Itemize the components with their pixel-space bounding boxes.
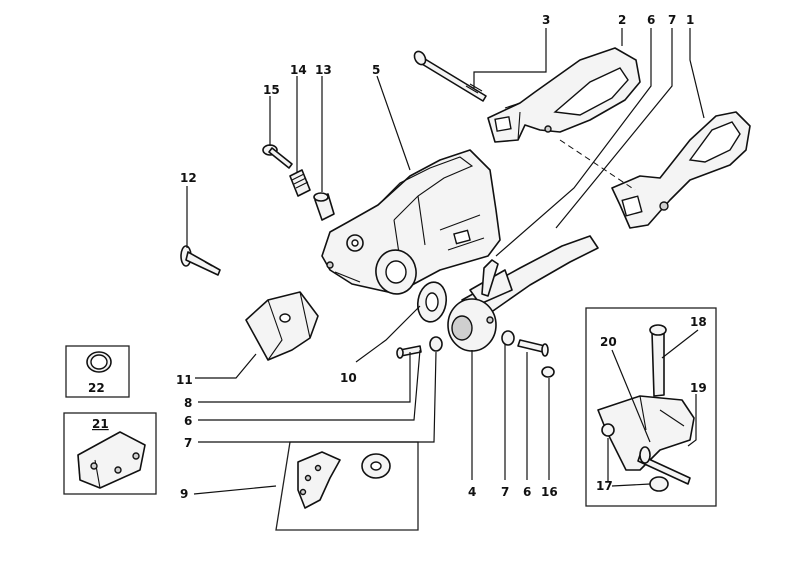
callout-17: 17	[596, 479, 613, 493]
part-6-bolt-upper	[481, 259, 499, 297]
callout-8: 8	[184, 396, 192, 410]
callout-14: 14	[290, 63, 307, 77]
callout-10: 10	[340, 371, 357, 385]
callout-6-left: 6	[184, 414, 192, 428]
callout-19: 19	[690, 381, 707, 395]
inset-21	[63, 412, 157, 495]
callout-5: 5	[372, 63, 380, 77]
part-7-bushing	[429, 336, 443, 352]
part-12-bolt	[180, 245, 221, 276]
callout-6-top: 6	[647, 13, 655, 27]
part-8-bolt	[396, 345, 422, 359]
part-6-bolt-right	[517, 339, 549, 357]
callout-1: 1	[686, 13, 694, 27]
part-15-pin	[262, 144, 293, 169]
callout-labels: 1 2 3 4 5 6 6 6 7 7 7 8 9 10 11 12 13 14…	[88, 13, 707, 501]
part-5-main-body	[321, 149, 501, 295]
part-7-bushing-right	[501, 330, 515, 346]
part-16-nut	[541, 366, 555, 378]
part-11-saddle	[245, 291, 319, 361]
callout-21: 21	[92, 417, 109, 431]
callout-7-left: 7	[184, 436, 192, 450]
callout-11: 11	[176, 373, 193, 387]
callout-16: 16	[541, 485, 558, 499]
callout-9: 9	[180, 487, 188, 501]
callout-22: 22	[88, 381, 105, 395]
part-2-upper-handle	[487, 47, 641, 143]
part-3-long-bolt	[413, 50, 487, 102]
callout-7-top: 7	[668, 13, 676, 27]
callout-13: 13	[315, 63, 332, 77]
callout-6-bottom: 6	[523, 485, 531, 499]
callout-3: 3	[542, 13, 550, 27]
inset-22	[65, 345, 130, 398]
part-13-sleeve	[313, 192, 335, 221]
inset-9	[275, 441, 419, 531]
callout-15: 15	[263, 83, 280, 97]
callout-7-bottom: 7	[501, 485, 509, 499]
callout-4: 4	[468, 485, 476, 499]
callout-12: 12	[180, 171, 197, 185]
callout-2: 2	[618, 13, 626, 27]
callout-20: 20	[600, 335, 617, 349]
part-14-spring	[289, 169, 311, 197]
part-10-disc	[416, 281, 448, 323]
callout-18: 18	[690, 315, 707, 329]
part-1-right-handle	[559, 111, 751, 229]
leader-lines	[186, 28, 705, 495]
